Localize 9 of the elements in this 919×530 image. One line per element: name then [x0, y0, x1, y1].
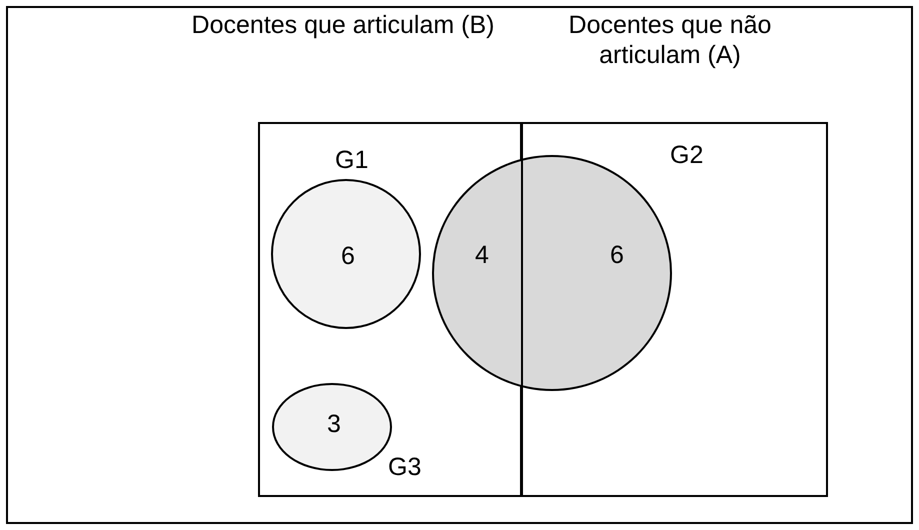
count-label: 3 [326, 409, 342, 439]
count-label: 6 [609, 240, 625, 270]
group-label: G2 [670, 140, 704, 170]
group-label: G1 [335, 145, 368, 175]
group-heading: Docentes que articulam (B) [190, 10, 496, 40]
count-label: 6 [340, 241, 356, 271]
group-label: G3 [388, 452, 422, 482]
group-heading: Docentes que não articulam (A) [568, 10, 772, 70]
count-label: 4 [474, 240, 490, 270]
